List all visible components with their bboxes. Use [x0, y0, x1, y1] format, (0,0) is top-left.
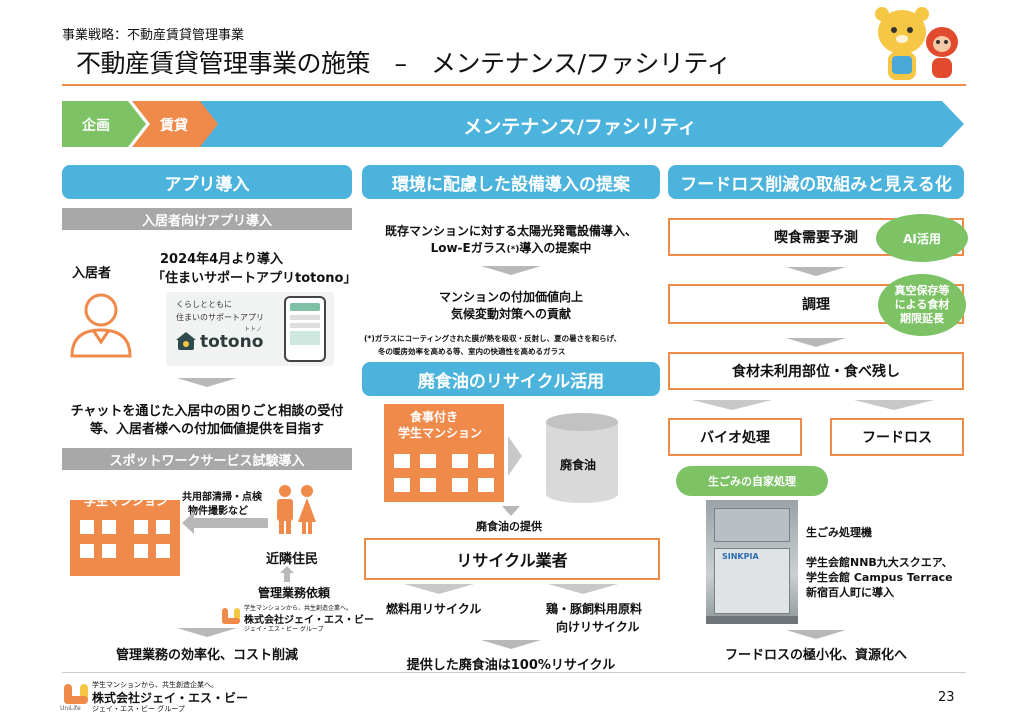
flow-bar [62, 101, 964, 147]
breadcrumb: 事業戦略：不動産賃貸管理事業 [62, 28, 245, 43]
unilife-logo-small [222, 608, 240, 624]
arrow-down [786, 338, 846, 347]
machine-brand: SINKPIA [722, 552, 759, 561]
supply-label: 廃食油の提供 [476, 520, 542, 533]
unused-food-box: 食材未利用部位・食べ残し [668, 352, 964, 390]
footer-rule [62, 672, 966, 673]
flow-step-rental: 賃貸 [160, 118, 188, 134]
arrow-down-right [548, 584, 618, 594]
proposal-line-1: 既存マンションに対する太陽光発電設備導入、 [384, 224, 637, 238]
proposal-line-2c: 導入の提案中 [519, 241, 592, 255]
arrow-down [786, 630, 846, 639]
app-intro-date: 2024年4月より導入 [160, 252, 283, 267]
student-mansion-label: 学生マンション [84, 494, 169, 508]
vacuum-line-2: による食材 [894, 298, 950, 311]
recycler-box: リサイクル業者 [364, 538, 660, 580]
app-tagline-2: 住まいのサポートアプリ [176, 313, 264, 322]
footer-group: ジェイ・エス・ビー グループ [92, 705, 185, 713]
arrow-down [177, 628, 237, 637]
proposal-line-2: Low-Eガラス(*)導入の提案中 [362, 239, 660, 256]
oil-label: 廃食油 [560, 458, 597, 472]
feed-recycle-2: 向けリサイクル [556, 620, 640, 634]
col2-header: 環境に配慮した設備導入の提案 [362, 165, 660, 199]
arrow-up [280, 566, 294, 582]
resident-label: 入居者 [72, 266, 112, 281]
company-group-small: ジェイ・エス・ビー グループ [244, 626, 324, 633]
machine-label: 生ごみ処理機 [806, 526, 872, 539]
fuel-recycle: 燃料用リサイクル [386, 602, 482, 616]
footer-logo-text: UniLife [60, 705, 81, 712]
header-rule [62, 84, 966, 86]
resident-person-icon [70, 293, 132, 358]
arrow-down [786, 267, 846, 276]
note-line-2: 冬の暖房効率を高める等、室内の快適性を高めるガラス [378, 347, 566, 356]
bio-box: バイオ処理 [668, 418, 802, 456]
flow-step-planning: 企画 [82, 118, 110, 134]
spot-tasks-1: 共用部清掃・点検 [182, 492, 262, 503]
arrow-down-right [854, 400, 934, 410]
arrow-down-left [692, 400, 772, 410]
footer-tagline: 学生マンションから、共生創造企業へ。 [92, 681, 218, 689]
flow-step-maintenance: メンテナンス/ファシリティ [463, 116, 697, 138]
unilife-logo [64, 684, 88, 704]
meal-label-2: 学生マンション [398, 426, 483, 440]
spot-tasks-2: 物件撮影など [188, 506, 248, 517]
page-title: 不動産賃貸管理事業の施策 – メンテナンス/ファシリティ [76, 49, 731, 78]
mascot-illustration [875, 7, 958, 80]
install-line-2: 学生会館 Campus Terrace [806, 571, 953, 584]
app-phone-mockup [284, 296, 326, 362]
company-name-small: 株式会社ジェイ・エス・ビー [244, 615, 374, 626]
arrow-down [481, 640, 541, 649]
app-banner: くらしとともに 住まいのサポートアプリ totono トトノ [166, 292, 334, 366]
meal-mansion-icon [384, 404, 504, 502]
meal-label-1: 食事付き [410, 410, 459, 424]
app-result-1: チャットを通じた入居中の困りごと相談の受付 [70, 404, 344, 419]
note-line-1: (*)ガラスにコーティングされた膜が熱を吸収・反射し、夏の暑さを和らげ、 [364, 334, 622, 343]
vacuum-bubble: 真空保存等 による食材 期限延長 [878, 274, 966, 336]
install-line-3: 新宿百人町に導入 [806, 586, 894, 599]
arrow-down-small [502, 506, 520, 516]
arrow-down [177, 378, 237, 387]
arrow-left [182, 512, 268, 534]
arrow-down [481, 266, 541, 275]
value-line-2: 気候変動対策への貢献 [450, 307, 571, 321]
footer-company: 株式会社ジェイ・エス・ビー [92, 691, 249, 705]
request-label: 管理業務依頼 [258, 586, 331, 600]
oil-result: 提供した廃食油は100%リサイクル [406, 658, 616, 673]
vacuum-line-1: 真空保存等 [894, 284, 950, 297]
app-tagline-1: くらしとともに [176, 300, 232, 309]
home-icon [176, 332, 196, 350]
student-mansion-icon [70, 500, 180, 576]
proposal-line-2a: Low-Eガラス [430, 241, 507, 255]
install-line-1: 学生会館NNB九大スクエア、 [806, 556, 953, 569]
foodloss-result: フードロスの極小化、資源化へ [724, 648, 907, 663]
arrow-right [508, 436, 522, 476]
app-result-2: 等、入居者様への付加価値提供を目指す [89, 422, 324, 437]
col1-header: アプリ導入 [62, 165, 352, 199]
arrow-down-left [404, 584, 474, 594]
ai-bubble: AI活用 [876, 214, 968, 262]
foodloss-box: フードロス [830, 418, 964, 456]
col2-header-oil: 廃食油のリサイクル活用 [362, 362, 660, 396]
neighbors-label: 近隣住民 [266, 552, 319, 567]
food-waste-machine-photo: SINKPIA [706, 500, 798, 624]
oil-drum-icon [546, 413, 618, 503]
col3-header: フードロス削減の取組みと見える化 [668, 165, 964, 199]
page-number: 23 [938, 690, 955, 705]
app-intro-name: 「住まいサポートアプリtotono」 [152, 271, 357, 286]
col1-subheader-spotwork: スポットワークサービス試験導入 [62, 448, 352, 470]
feed-recycle-1: 鶏・豚飼料用原料 [546, 602, 643, 616]
company-tagline-small: 学生マンションから、共生創造企業へ。 [244, 605, 353, 612]
app-brand: totono [200, 332, 264, 352]
home-processing-bubble: 生ごみの自家処理 [676, 466, 828, 496]
spotwork-result: 管理業務の効率化、コスト削減 [115, 648, 298, 663]
app-brand-kana: トトノ [244, 326, 263, 333]
neighbors-people-icon [277, 485, 316, 534]
proposal-note-mark: (*) [506, 245, 520, 255]
vacuum-line-3: 期限延長 [900, 312, 944, 325]
value-line-1: マンションの付加価値向上 [438, 290, 583, 304]
col1-subheader-app: 入居者向けアプリ導入 [62, 208, 352, 230]
